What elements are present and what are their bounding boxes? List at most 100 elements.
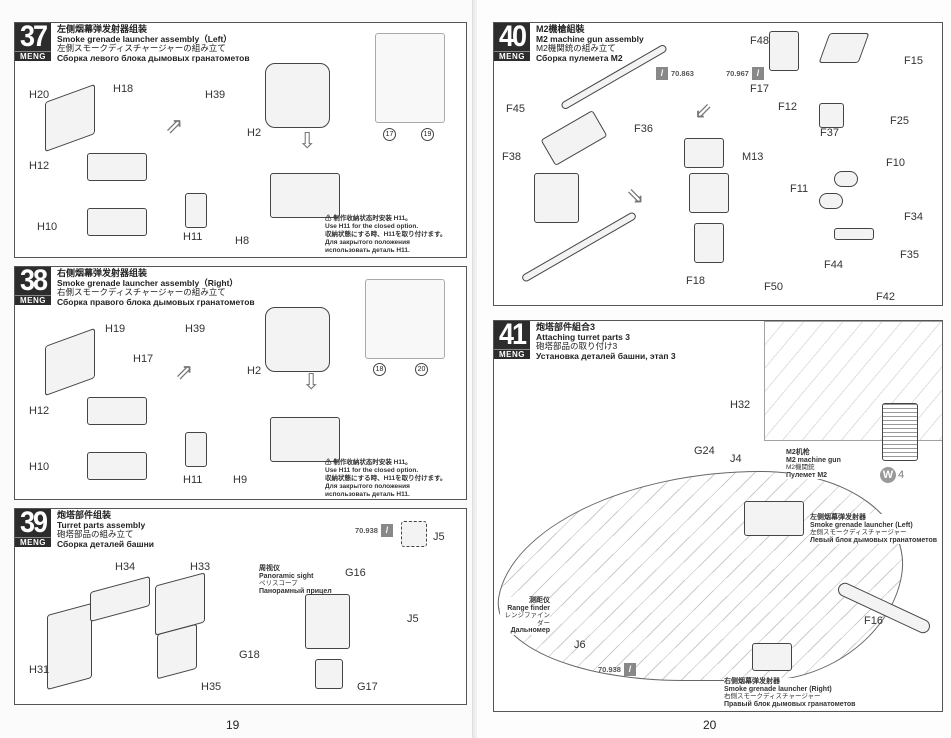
part-label: G17 (357, 681, 378, 693)
page-number: 20 (703, 718, 717, 732)
part-drawing (819, 103, 844, 128)
part-drawing (185, 432, 207, 467)
title-ja: 左側スモークディスチャージャーの組み立て (57, 43, 226, 53)
decal-number: 4 (898, 469, 905, 481)
part-label: H11 (183, 231, 203, 243)
part-label: F34 (904, 211, 923, 223)
callout-ja: 左側スモークディスチャージャー (810, 529, 907, 536)
mesh-part-drawing (882, 403, 918, 461)
meng-logo: MENG (494, 349, 530, 360)
arrow-icon: ⇙ (694, 98, 713, 123)
callout-ru: Правый блок дымовых гранатометов (724, 700, 856, 708)
step-number: 40 (498, 19, 527, 53)
part-label: H39 (185, 323, 206, 335)
title-ru: Сборка деталей башни (57, 538, 154, 549)
callout-zh: 左侧烟幕弹发射器 (810, 514, 866, 521)
part-label: F25 (890, 115, 909, 127)
meng-logo: MENG (15, 51, 51, 62)
callout-zh: 周视仪 (259, 565, 280, 572)
part-label: G18 (239, 649, 260, 661)
part-drawing (305, 594, 350, 649)
part-label: H35 (201, 681, 222, 693)
meng-logo: MENG (15, 295, 51, 306)
part-label: H2 (247, 365, 262, 377)
ref-circle: 20 (415, 363, 428, 376)
part-label: F37 (820, 127, 839, 139)
part-drawing (45, 83, 95, 153)
title-ru: Установка деталей башни, этап 3 (536, 350, 676, 361)
part-label: F35 (900, 249, 919, 261)
part-drawing (818, 33, 870, 63)
closed-option-note: ⚠ 制作收納状态时安装 H11。 Use H11 for the closed … (325, 459, 446, 499)
part-drawing (90, 575, 150, 623)
book-gutter (472, 0, 479, 738)
part-drawing (684, 138, 724, 168)
part-drawing (540, 110, 608, 166)
part-label: H10 (37, 221, 58, 233)
title-ja: 砲塔部品の組み立て (57, 529, 134, 539)
title-zh: 右侧烟幕弹发射器组装 (57, 268, 148, 278)
note-line: 制作收納状态时安装 H11。 (333, 459, 412, 466)
title-ja: M2機関銃の組み立て (536, 43, 616, 53)
part-drawing (834, 171, 858, 187)
part-drawing (270, 173, 340, 218)
part-label: H12 (29, 405, 50, 417)
callout-ru: Панорамный прицел (259, 587, 332, 595)
title-ja: 右側スモークディスチャージャーの組み立て (57, 287, 226, 297)
callout-en: Smoke grenade launcher (Right) (724, 685, 832, 693)
ref-circle: 18 (373, 363, 386, 376)
step-number: 41 (498, 317, 527, 351)
callout-en: M2 machine gun (786, 456, 841, 464)
title-ja: 砲塔部品の取り付け3 (536, 341, 618, 351)
callout-zh: 右侧烟幕弹发射器 (724, 678, 780, 685)
part-label: F16 (864, 615, 883, 627)
callout-ru: Пулемет M2 (786, 471, 828, 479)
ref-circle: 17 (383, 128, 396, 141)
callout-ja: M2機関銃 (786, 464, 815, 471)
paint-code: 70.938 (598, 665, 621, 674)
paint-code: 70.967 (726, 69, 749, 78)
title-en: Turret parts assembly (57, 519, 146, 530)
note-line: использовать деталь H11. (325, 247, 410, 254)
part-label: J5 (433, 531, 445, 543)
title-zh: 炮塔部件組合3 (536, 322, 596, 332)
part-label: J6 (574, 639, 586, 651)
note-line: Для закрытого положения (325, 483, 410, 490)
callout-ja: ペリスコープ (259, 580, 298, 587)
part-label: J5 (407, 613, 419, 625)
callout-ru: Дальномер (510, 627, 550, 634)
part-label: F17 (750, 83, 769, 95)
part-label: H19 (105, 323, 126, 335)
part-drawing (744, 501, 804, 536)
title-ru: Сборка правого блока дымовых гранатомето… (57, 296, 255, 307)
callout-ru: Левый блок дымовых гранатометов (810, 536, 938, 544)
note-line: 収納状態にする時、H11を取り付けます。 (325, 475, 447, 482)
meng-logo: MENG (494, 51, 530, 62)
title-zh: 炮塔部件组装 (57, 510, 112, 520)
arrow-icon: ⇗ (175, 359, 194, 384)
part-drawing (315, 659, 343, 689)
paint-callout: 70.938/ (355, 524, 393, 537)
callout-en: Panoramic sight (259, 572, 314, 580)
callout-ja: レンジファインダー (504, 612, 551, 627)
part-label: F48 (750, 35, 769, 47)
part-label: H8 (235, 235, 250, 247)
paint-callout: 70.967/ (726, 67, 764, 80)
title-ru: Сборка пулемета M2 (536, 52, 623, 63)
part-drawing (270, 417, 340, 462)
callout-en: Smoke grenade launcher (Left) (810, 521, 913, 529)
part-label: F18 (686, 275, 705, 287)
warning-icon: ⚠ (325, 459, 334, 466)
callout-ja: 右側スモークディスチャージャー (724, 693, 821, 700)
